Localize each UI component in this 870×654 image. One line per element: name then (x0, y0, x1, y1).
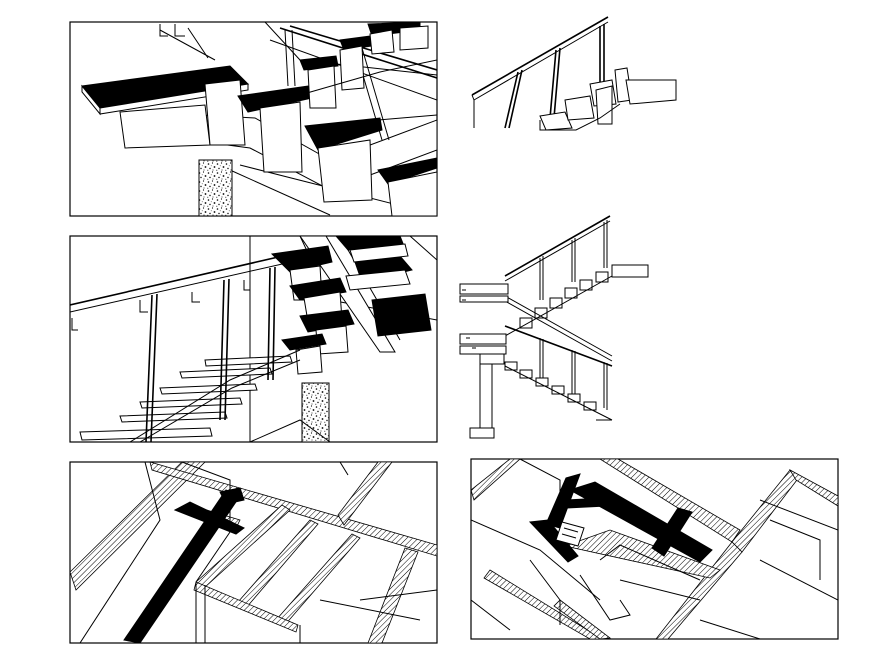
base-plate (555, 521, 585, 547)
hatched-stringer-left (70, 462, 206, 591)
view-top-left (69, 21, 438, 217)
support-column (479, 363, 493, 429)
upper-handrail (504, 215, 611, 277)
central-stringer (299, 236, 396, 353)
lower-balusters (539, 338, 608, 410)
view-bottom-left (69, 461, 438, 644)
lower-handrail (504, 325, 613, 367)
tread-4 (377, 157, 437, 185)
upper-balusters (539, 220, 608, 300)
hatched-stringer-right (337, 462, 393, 526)
upper-steps (519, 271, 609, 329)
view-bottom-right (470, 458, 839, 640)
lower-steps (504, 361, 597, 411)
landing-platform (459, 283, 509, 295)
handrail-posts (145, 266, 276, 442)
concrete-column (301, 382, 330, 442)
stair-tread (539, 111, 573, 131)
handrail (70, 251, 301, 306)
upper-landing (611, 264, 649, 278)
tread-3 (304, 117, 383, 151)
handrail (471, 16, 609, 96)
view-top-right (471, 16, 677, 131)
concrete-column (198, 159, 233, 216)
balusters (504, 24, 605, 129)
view-middle-left (69, 235, 438, 443)
view-middle-right (459, 215, 649, 439)
